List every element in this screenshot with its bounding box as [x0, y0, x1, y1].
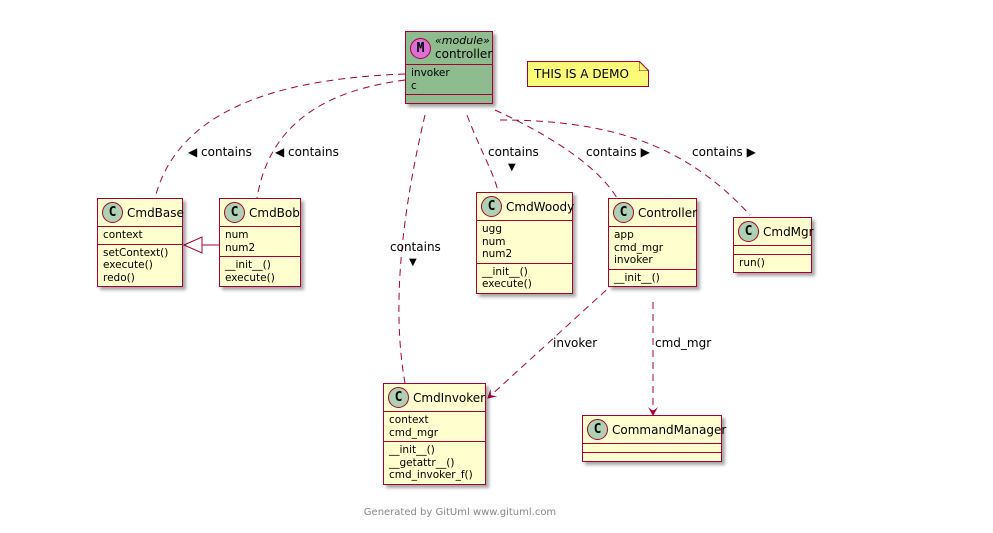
attributes-section — [734, 245, 811, 254]
module-controller[interactable]: M «module» controller invoker c — [405, 31, 493, 104]
attributes-section: ugg num num2 — [477, 220, 572, 263]
class-name: CommandManager — [612, 422, 727, 437]
edge-controller-cmdinvoker — [398, 114, 426, 384]
method: __init__() — [614, 271, 660, 284]
method: run() — [739, 257, 765, 269]
class-cmdmgr[interactable]: C CmdMgr run() — [733, 217, 814, 273]
method: execute() — [225, 271, 275, 284]
class-cmdbase[interactable]: C CmdBase context setContext() execute()… — [97, 198, 184, 287]
stereotype: «module» — [435, 34, 490, 47]
method: setContext() — [103, 246, 169, 259]
methods-section: setContext() execute() redo() — [98, 243, 182, 287]
edge-label-cmdbase: ◀ contains — [188, 145, 252, 159]
method: execute() — [103, 259, 153, 271]
class-cmdwoody[interactable]: C CmdWoody ugg num num2 __init__() execu… — [476, 192, 575, 294]
attribute: num — [482, 235, 506, 248]
class-name: CmdWoody — [506, 199, 575, 214]
attributes-section: num num2 — [220, 226, 300, 256]
attribute: app — [614, 229, 634, 241]
demo-note: THIS IS A DEMO — [527, 61, 649, 87]
methods-section: __init__() — [609, 268, 696, 287]
edge-label-cmdinvoker: contains — [390, 240, 441, 254]
method: __init__() — [389, 444, 435, 456]
class-header: C CmdBob — [220, 199, 300, 226]
class-cmdinvoker[interactable]: C CmdInvoker context cmd_mgr __init__() … — [383, 383, 486, 485]
attribute: context — [389, 414, 429, 426]
class-name: CmdBase — [127, 205, 184, 220]
edge-label-cmdinvoker-arrow: ▼ — [409, 257, 417, 268]
methods-section: __init__() execute() — [220, 256, 300, 286]
class-badge-icon: C — [481, 196, 502, 217]
footer-credit: Generated by GitUml www.gituml.com — [363, 507, 557, 518]
edge-label-cmdbob: ◀ contains — [275, 145, 339, 159]
note-fold-icon — [639, 61, 649, 71]
class-badge-icon: C — [587, 419, 608, 440]
attribute: num2 — [482, 248, 513, 260]
class-name: CmdMgr — [763, 224, 814, 239]
attributes-section: invoker c — [406, 64, 492, 94]
attribute: num — [225, 229, 249, 241]
edge-controller-cmdmgr — [499, 119, 751, 216]
class-header: M «module» controller — [406, 32, 492, 64]
class-header: C CommandManager — [583, 416, 726, 443]
method: cmd_invoker_f() — [389, 469, 473, 481]
class-commandmanager[interactable]: C CommandManager — [582, 415, 726, 462]
attribute: invoker — [411, 67, 450, 79]
attribute: invoker — [614, 254, 653, 266]
attribute: num2 — [225, 241, 256, 254]
inheritance-edge — [182, 236, 220, 254]
class-header: C CmdMgr — [734, 218, 814, 245]
methods-section — [406, 94, 492, 103]
class-header: C Controller — [609, 199, 698, 226]
methods-section — [583, 452, 721, 461]
class-cmdbob[interactable]: C CmdBob num num2 __init__() execute() — [219, 198, 301, 287]
class-header: C CmdWoody — [477, 193, 575, 220]
edge-controller-cmdbase — [154, 73, 406, 199]
edge-controller-controller — [494, 109, 618, 199]
attribute: ugg — [482, 223, 502, 235]
method: execute() — [482, 278, 532, 290]
class-controller[interactable]: C Controller app cmd_mgr invoker __init_… — [608, 198, 697, 287]
class-badge-icon: C — [388, 387, 409, 408]
class-name: CmdInvoker — [413, 390, 486, 405]
methods-section: __init__() execute() — [477, 262, 572, 293]
edge-controller-cmdwoody — [466, 114, 499, 193]
class-badge-icon: C — [224, 202, 245, 223]
note-text: THIS IS A DEMO — [534, 67, 629, 81]
class-name: Controller — [638, 205, 698, 220]
class-header: C CmdBase — [98, 199, 184, 226]
method: __init__() — [225, 259, 271, 271]
class-badge-icon: C — [613, 202, 634, 223]
method: __init__() — [482, 265, 528, 278]
method: redo() — [103, 271, 135, 284]
attributes-section — [583, 443, 721, 452]
attribute: cmd_mgr — [389, 426, 439, 439]
edge-controller-cmdbob — [256, 79, 406, 199]
edge-label-controller: contains ▶ — [586, 145, 650, 159]
class-badge-icon: C — [102, 202, 123, 223]
module-badge-icon: M — [410, 37, 431, 59]
class-badge-icon: C — [738, 221, 759, 242]
attribute: cmd_mgr — [614, 241, 664, 254]
class-name: CmdBob — [249, 205, 300, 220]
edge-label-cmd-mgr: cmd_mgr — [655, 336, 712, 350]
class-name: controller — [435, 47, 493, 61]
attributes-section: context cmd_mgr — [384, 411, 485, 441]
methods-section: __init__() __getattr__() cmd_invoker_f() — [384, 441, 485, 484]
edge-controller-invoker-assoc — [487, 281, 616, 399]
attribute: context — [103, 229, 143, 241]
attribute: c — [411, 79, 417, 92]
edge-label-cmdmgr: contains ▶ — [692, 145, 756, 159]
edge-label-cmdwoody-arrow: ▼ — [508, 162, 516, 173]
method: __getattr__() — [389, 456, 455, 469]
attributes-section: context — [98, 226, 182, 244]
edge-label-invoker: invoker — [553, 336, 598, 350]
methods-section: run() — [734, 254, 811, 272]
class-header: C CmdInvoker — [384, 384, 485, 411]
attributes-section: app cmd_mgr invoker — [609, 226, 696, 269]
edge-label-cmdwoody: contains — [488, 145, 539, 159]
